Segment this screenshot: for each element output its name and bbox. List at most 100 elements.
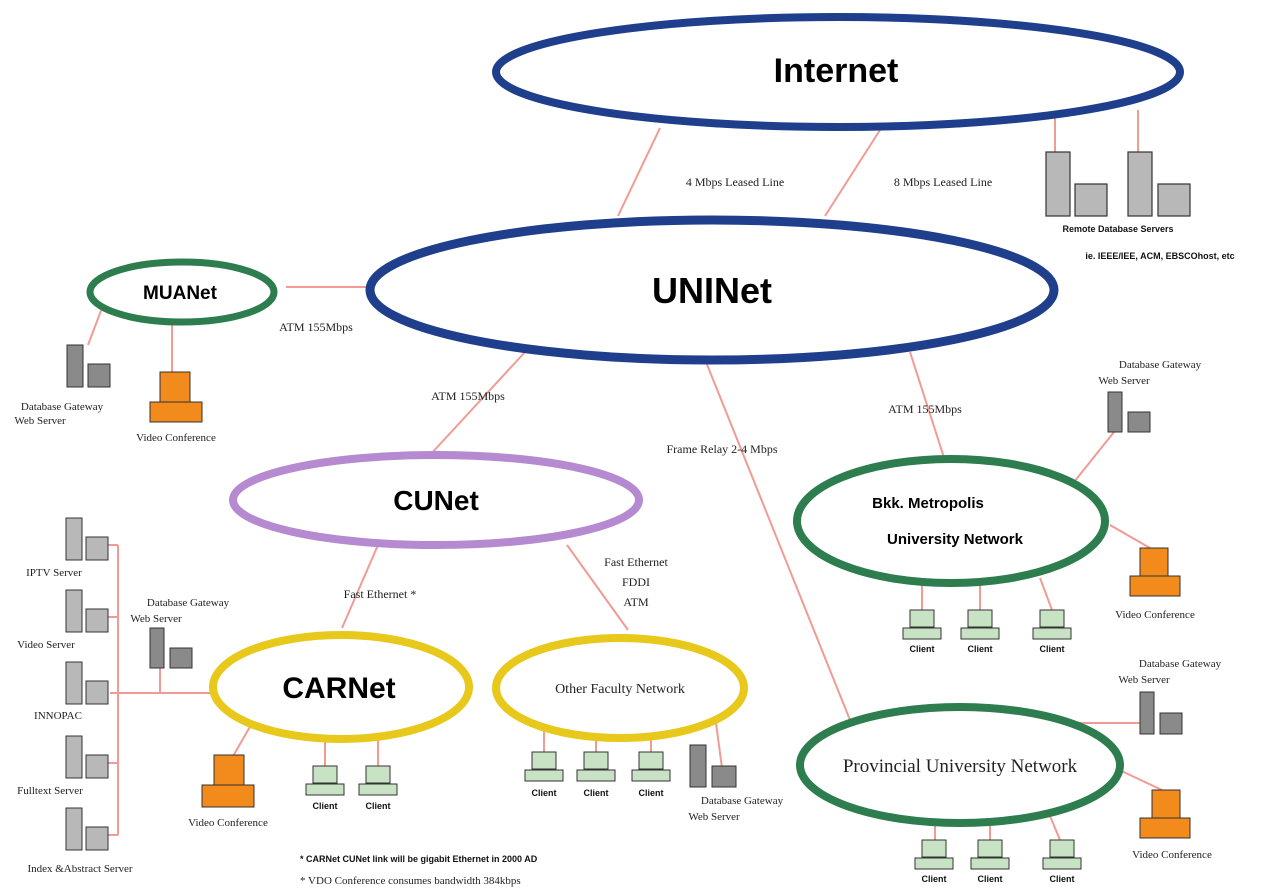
link-cunet-other: [566, 544, 629, 631]
provincial-label: Provincial University Network: [843, 756, 1078, 777]
client-monitor-icon: [1049, 839, 1075, 858]
prov-clients: [914, 839, 1082, 870]
server-tower-icon: [65, 661, 83, 705]
client-base-icon: [970, 857, 1010, 870]
video-base-icon: [149, 401, 203, 423]
link-label-other-line2: FDDI: [622, 575, 650, 589]
client-base-icon: [358, 783, 398, 796]
server-tower-icon: [1107, 391, 1123, 433]
link-label-frame-relay: Frame Relay 2-4 Mbps: [667, 442, 778, 456]
uninet-label: UNINet: [652, 270, 772, 311]
prov-client-label: Client: [977, 874, 1002, 884]
link-uninet-bkk: [909, 351, 949, 471]
bkk-label-line2: University Network: [887, 531, 1024, 548]
server-box-icon: [85, 536, 109, 561]
server-tower-icon: [65, 589, 83, 633]
other-client-label: Client: [583, 788, 608, 798]
client-monitor-icon: [921, 839, 947, 858]
link-prov-client3: [1049, 815, 1061, 841]
other-client-label: Client: [638, 788, 663, 798]
bkk-gateway-server: [1107, 391, 1151, 433]
client-monitor-icon: [909, 609, 935, 628]
internet-ring: [492, 13, 1184, 131]
video-monitor-icon: [159, 371, 191, 403]
carnet-client-label: Client: [312, 801, 337, 811]
client-monitor-icon: [365, 765, 391, 784]
bkk-video-label: Video Conference: [1115, 609, 1195, 621]
server-box-icon: [85, 680, 109, 705]
internet-label: Internet: [774, 52, 899, 90]
client-monitor-icon: [1039, 609, 1065, 628]
cunet-label: CUNet: [393, 485, 479, 516]
client-base-icon: [631, 769, 671, 782]
bkk-client-label: Client: [909, 644, 934, 654]
link-cunet-carnet: [341, 544, 379, 629]
server-box-icon: [1157, 183, 1191, 217]
link-uninet-cunet: [429, 351, 526, 456]
muanet-ring: [86, 258, 278, 326]
other-faculty-label: Other Faculty Network: [555, 682, 685, 697]
link-label-4mbps: 4 Mbps Leased Line: [686, 175, 784, 189]
other-gateway-label1: Database Gateway: [701, 795, 784, 807]
client-monitor-icon: [638, 751, 664, 770]
bkk-video-conference: [1129, 547, 1181, 597]
muanet-gateway-server: [66, 344, 111, 388]
video-monitor-icon: [1151, 789, 1181, 819]
carnet-label: CARNet: [282, 672, 395, 705]
prov-gateway-server: [1139, 691, 1183, 735]
client-base-icon: [1032, 627, 1072, 640]
server-box-icon: [87, 363, 111, 388]
fulltext-server-label: Fulltext Server: [17, 785, 83, 797]
link-label-muanet-atm: ATM 155Mbps: [279, 320, 353, 334]
link-label-carnet-fast-ethernet: Fast Ethernet *: [344, 587, 417, 601]
bkk-metropolis-ring: [793, 455, 1109, 587]
client-base-icon: [902, 627, 942, 640]
server-tower-icon: [1127, 151, 1153, 217]
link-label-8mbps: 8 Mbps Leased Line: [894, 175, 992, 189]
client-base-icon: [1042, 857, 1082, 870]
footnote-gigabit: * CARNet CUNet link will be gigabit Ethe…: [300, 854, 538, 864]
server-box-icon: [1159, 712, 1183, 735]
link-bkk-gateway: [1069, 431, 1115, 488]
carnet-clients: [305, 765, 398, 796]
video-base-icon: [201, 784, 255, 808]
link-label-other-line1: Fast Ethernet: [604, 555, 668, 569]
server-box-icon: [1127, 411, 1151, 433]
muanet-gateway-label2: Web Server: [14, 415, 66, 427]
video-monitor-icon: [213, 754, 245, 786]
bkk-client-label: Client: [967, 644, 992, 654]
remote-db-label: Remote Database Servers: [1062, 224, 1173, 234]
server-tower-icon: [65, 807, 83, 851]
prov-video-label: Video Conference: [1132, 849, 1212, 861]
client-monitor-icon: [312, 765, 338, 784]
client-base-icon: [914, 857, 954, 870]
iptv-server-label: IPTV Server: [26, 567, 82, 579]
remote-database-servers: [1045, 151, 1191, 217]
link-label-other-line3: ATM: [623, 595, 649, 609]
provincial-ring: [796, 703, 1124, 827]
carnet-gateway-label1: Database Gateway: [147, 597, 230, 609]
footnote-vdo-bandwidth: * VDO Conference consumes bandwidth 384k…: [300, 875, 521, 887]
prov-gateway-label2: Web Server: [1118, 674, 1170, 686]
server-tower-icon: [149, 627, 165, 669]
prov-client-label: Client: [1049, 874, 1074, 884]
cunet-ring: [229, 451, 643, 549]
remote-db-list: ie. IEEE/IEE, ACM, EBSCOhost, etc: [1085, 251, 1234, 261]
server-box-icon: [85, 754, 109, 779]
link-label-bkk-atm: ATM 155Mbps: [888, 402, 962, 416]
link-uninet-provincial: [705, 361, 851, 721]
prov-client-label: Client: [921, 874, 946, 884]
carnet-gateway-label2: Web Server: [130, 613, 182, 625]
server-box-icon: [169, 647, 193, 669]
prov-gateway-label1: Database Gateway: [1139, 658, 1222, 670]
client-monitor-icon: [583, 751, 609, 770]
server-tower-icon: [65, 517, 83, 561]
server-box-icon: [711, 765, 737, 788]
carnet-video-conference: [201, 754, 255, 808]
prov-video-conference: [1139, 789, 1191, 839]
server-box-icon: [85, 608, 109, 633]
server-tower-icon: [1139, 691, 1155, 735]
muanet-video-label: Video Conference: [136, 432, 216, 444]
network-rings: [86, 13, 1184, 827]
